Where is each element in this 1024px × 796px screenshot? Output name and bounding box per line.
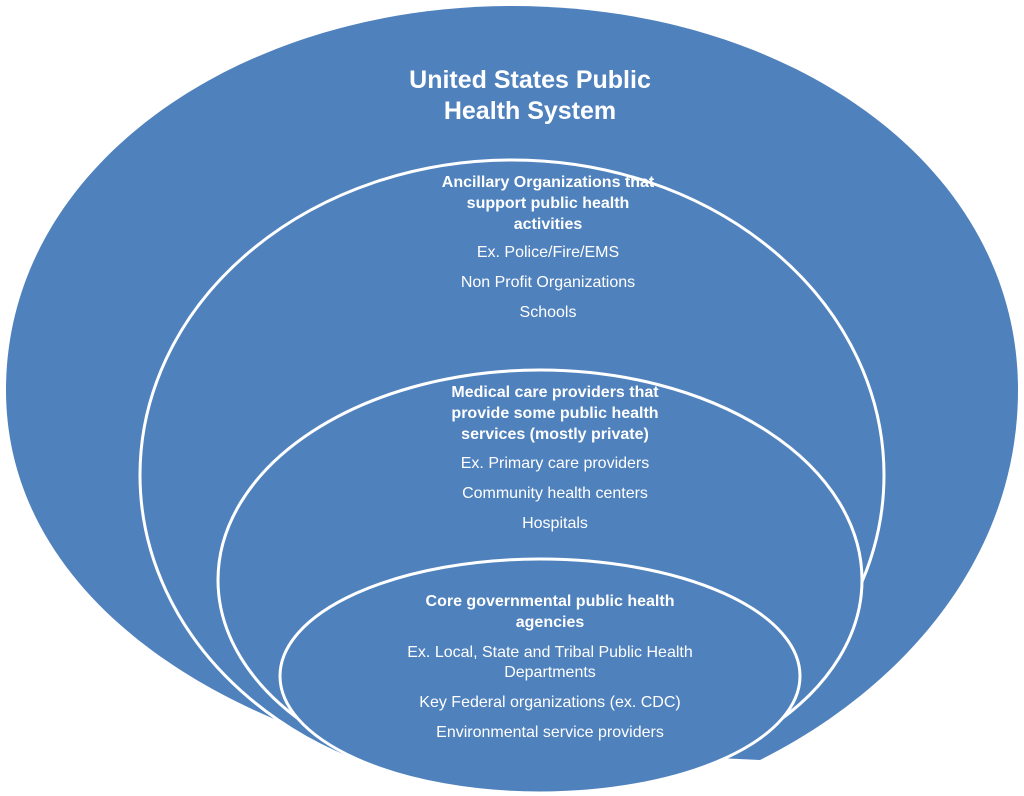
medical-item: Ex. Primary care providers [460, 455, 650, 472]
title-line: Health System [443, 97, 617, 125]
medical-item: Community health centers [462, 485, 648, 502]
ancillary-heading: Ancillary Organizations that support pub… [441, 174, 655, 233]
ancillary-item: Non Profit Organizations [460, 274, 636, 291]
core-heading: Core governmental public health agencies [425, 593, 675, 631]
ancillary-item: Schools [519, 304, 577, 321]
ancillary-item: Ex. Police/Fire/EMS [476, 244, 620, 261]
medical-heading: Medical care providers that provide some… [451, 384, 659, 443]
ancillary-section: Ancillary Organizations that support pub… [442, 172, 654, 323]
core-item: Departments [504, 664, 596, 681]
medical-item: Hospitals [522, 515, 588, 532]
diagram-title: United States Public Health System [409, 65, 651, 127]
core-ellipse [278, 557, 802, 795]
medical-section: Medical care providers that provide some… [451, 382, 658, 534]
title-line: United States Public [409, 66, 651, 94]
core-section: Core governmental public health agencies… [407, 591, 693, 743]
core-item: Key Federal organizations (ex. CDC) [419, 694, 681, 711]
core-item: Ex. Local, State and Tribal Public Healt… [407, 644, 693, 661]
core-item: Environmental service providers [436, 724, 664, 741]
